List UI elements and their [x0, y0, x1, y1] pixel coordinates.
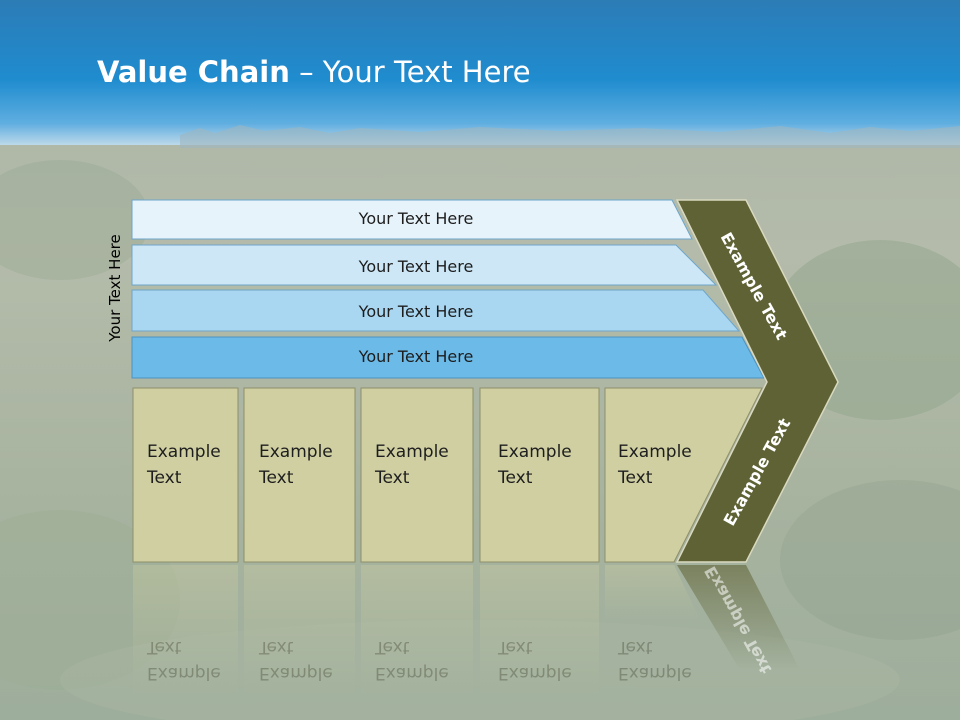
- column-2-line1: Example: [259, 442, 333, 462]
- column-2-shape: [243, 387, 356, 563]
- column-4-shape: [479, 387, 600, 563]
- column-4-line2: Text: [498, 468, 533, 488]
- bar-2-shape: [131, 244, 718, 286]
- column-4-line1: Example: [498, 442, 572, 462]
- bar-3-label: Your Text Here: [358, 302, 474, 321]
- column-5-shape: [604, 387, 763, 563]
- column-1-reflection: Example Text: [147, 634, 242, 686]
- column-3-shape: [360, 387, 474, 563]
- column-5-reflection-line2: Text: [618, 637, 653, 657]
- column-4-reflection: Example Text: [498, 634, 593, 686]
- title-rest: – Your Text Here: [289, 55, 531, 89]
- chevron-shape: [675, 199, 839, 563]
- column-3-line1: Example: [375, 442, 449, 462]
- column-1-shape: [132, 387, 239, 563]
- column-5-reflection-line1: Example: [618, 663, 692, 683]
- column-3-reflection-line2: Text: [375, 637, 410, 657]
- column-2-reflection: Example Text: [259, 634, 354, 686]
- bar-3-shape: [131, 289, 741, 332]
- bar-4-shape: [131, 336, 765, 379]
- slide-title: Value Chain – Your Text Here: [97, 55, 531, 89]
- column-3-line2: Text: [375, 468, 410, 488]
- column-3-reflection: Example Text: [375, 634, 470, 686]
- bar-4-label: Your Text Here: [358, 347, 474, 366]
- column-1-line1: Example: [147, 442, 221, 462]
- column-3-reflection-line1: Example: [375, 663, 449, 683]
- column-4-reflection-line1: Example: [498, 663, 572, 683]
- bar-1-shape: [131, 199, 693, 240]
- column-5-line1: Example: [618, 442, 692, 462]
- bar-2-label: Your Text Here: [358, 257, 474, 276]
- column-5-line2: Text: [618, 468, 653, 488]
- column-2-reflection-line2: Text: [259, 637, 294, 657]
- vertical-label: Your Text Here: [106, 234, 124, 342]
- bar-1-label: Your Text Here: [358, 209, 474, 228]
- title-bold: Value Chain: [97, 55, 290, 89]
- column-1-reflection-line1: Example: [147, 663, 221, 683]
- column-2-reflection-line1: Example: [259, 663, 333, 683]
- column-1-line2: Text: [147, 468, 182, 488]
- column-5-reflection: Example Text: [618, 634, 713, 686]
- column-4-reflection-line2: Text: [498, 637, 533, 657]
- column-2-line2: Text: [259, 468, 294, 488]
- column-1-reflection-line2: Text: [147, 637, 182, 657]
